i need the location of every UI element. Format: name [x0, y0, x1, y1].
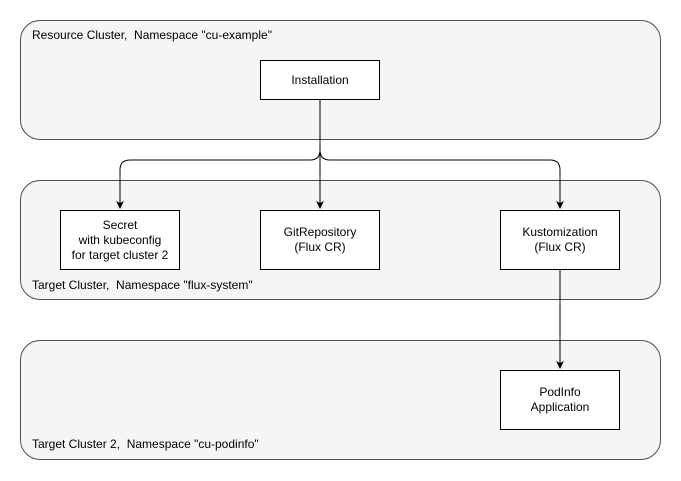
- secret-node: Secret with kubeconfig for target cluste…: [60, 210, 180, 270]
- resource-cluster-label: Resource Cluster, Namespace "cu-example": [32, 28, 272, 42]
- target-cluster-label: Target Cluster, Namespace "flux-system": [32, 278, 253, 292]
- gitrepository-node: GitRepository (Flux CR): [260, 210, 380, 270]
- target2-cluster-label: Target Cluster 2, Namespace "cu-podinfo": [32, 437, 259, 451]
- installation-node: Installation: [260, 60, 380, 100]
- kustomization-node: Kustomization (Flux CR): [500, 210, 620, 270]
- podinfo-node: PodInfo Application: [500, 370, 620, 430]
